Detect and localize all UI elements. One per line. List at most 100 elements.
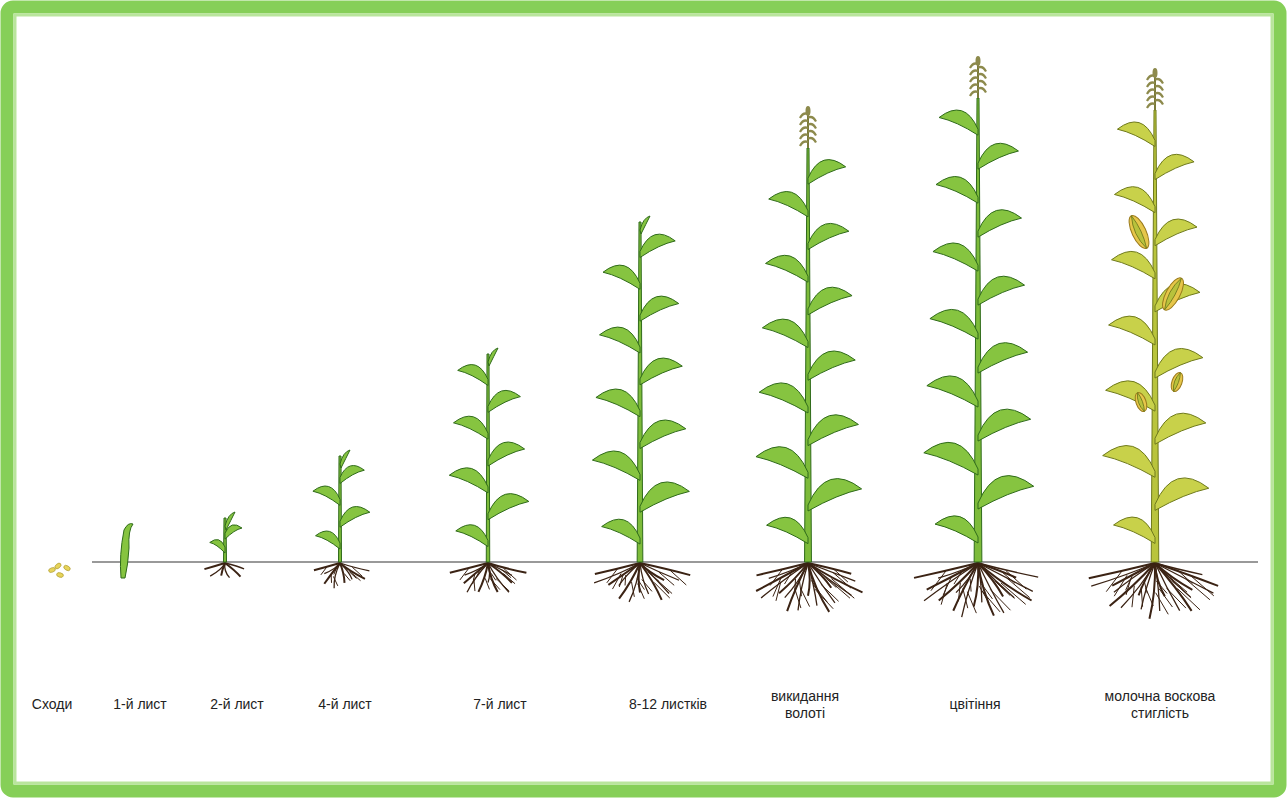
tassel-branch [978, 74, 986, 79]
root-hair [642, 579, 652, 591]
root-hair [1006, 570, 1027, 589]
root-hair [659, 572, 674, 585]
root [1149, 563, 1155, 619]
tassel-branch [808, 117, 816, 122]
root-hair [1190, 575, 1214, 596]
frame-border [7, 7, 1280, 791]
top-leaf [225, 512, 235, 530]
tassel-tip [1153, 68, 1158, 78]
leaf [978, 476, 1034, 509]
leaf [978, 343, 1028, 373]
leaf [488, 390, 520, 412]
tassel-branch [808, 138, 816, 143]
tassel-tip [976, 56, 981, 66]
root [639, 563, 640, 592]
tassel-branch [970, 71, 978, 76]
leaf [456, 525, 488, 547]
leaf [1114, 187, 1155, 213]
stage-label: 2-й лист [197, 696, 277, 714]
stage-label: цвітіння [930, 696, 1020, 714]
tassel-branch [1147, 90, 1155, 95]
root [467, 563, 488, 592]
seed [63, 564, 71, 571]
root [334, 563, 340, 588]
leaf [927, 376, 978, 407]
cob [1125, 213, 1153, 252]
root-hair [648, 572, 659, 581]
leaf [1109, 316, 1155, 345]
root-hair [496, 578, 509, 591]
leaf [453, 416, 488, 439]
leaf [769, 191, 808, 216]
leaf [978, 276, 1025, 305]
leaf [935, 516, 978, 543]
leaf [924, 442, 978, 475]
leaf [808, 160, 846, 185]
frame-inner [15, 15, 1272, 783]
root-hair [1156, 593, 1169, 615]
root [629, 563, 640, 602]
top-leaf [488, 348, 498, 366]
tassel-branch [970, 92, 978, 97]
leaf [1155, 478, 1209, 510]
leaf [978, 143, 1018, 169]
leaf [640, 482, 689, 512]
cob-husk [1171, 372, 1182, 392]
root-hair [625, 575, 627, 585]
root-hair [829, 580, 850, 598]
leaf [488, 442, 525, 466]
leaf [602, 519, 640, 544]
cob-husk [1161, 276, 1183, 310]
tassel-branch [970, 78, 978, 83]
root [640, 563, 669, 593]
cob-husk [1135, 392, 1146, 412]
leaf [1155, 413, 1206, 444]
root-hair [331, 574, 332, 583]
leaf [808, 415, 858, 446]
root-hair [1132, 586, 1134, 607]
stage-label: 7-й лист [460, 696, 540, 714]
root-hair [833, 569, 848, 582]
root [978, 563, 1016, 578]
cob [1133, 391, 1149, 413]
root [1121, 563, 1155, 608]
seed [54, 562, 62, 570]
root [914, 563, 978, 578]
stage-label: 1-й лист [100, 696, 180, 714]
tassel-branch [808, 131, 816, 136]
stage-label: викидання волоті [764, 688, 846, 723]
stage-label: молочна воскова стиглість [1094, 688, 1226, 723]
leaf [939, 110, 978, 135]
tassel-branch [978, 67, 986, 72]
tassel-branch [1147, 97, 1155, 102]
tassel-branch [800, 135, 808, 140]
leaf [640, 420, 686, 449]
tassel-branch [1155, 79, 1163, 84]
root-hair [321, 567, 327, 575]
leaf [759, 383, 808, 413]
leaf [640, 358, 682, 385]
cob [1158, 275, 1187, 313]
leaf [1114, 517, 1155, 543]
root-hair [333, 576, 337, 585]
leaf [640, 296, 679, 321]
leaf [1103, 446, 1155, 478]
root [1155, 563, 1192, 590]
root-hair [815, 589, 833, 609]
stage-label: 8-12 листків [613, 696, 723, 714]
leaf [978, 409, 1031, 441]
root-hair [1170, 577, 1187, 592]
tassel-branch [970, 85, 978, 90]
leaf [340, 466, 364, 484]
root-hair [1007, 578, 1030, 598]
leaf [933, 243, 978, 271]
leaf [766, 255, 808, 282]
root-hair [352, 567, 362, 576]
cob [1169, 371, 1185, 393]
leaf [640, 234, 675, 257]
root-hair [1156, 581, 1167, 594]
leaf [936, 176, 978, 203]
root [798, 563, 808, 610]
root [787, 563, 808, 611]
